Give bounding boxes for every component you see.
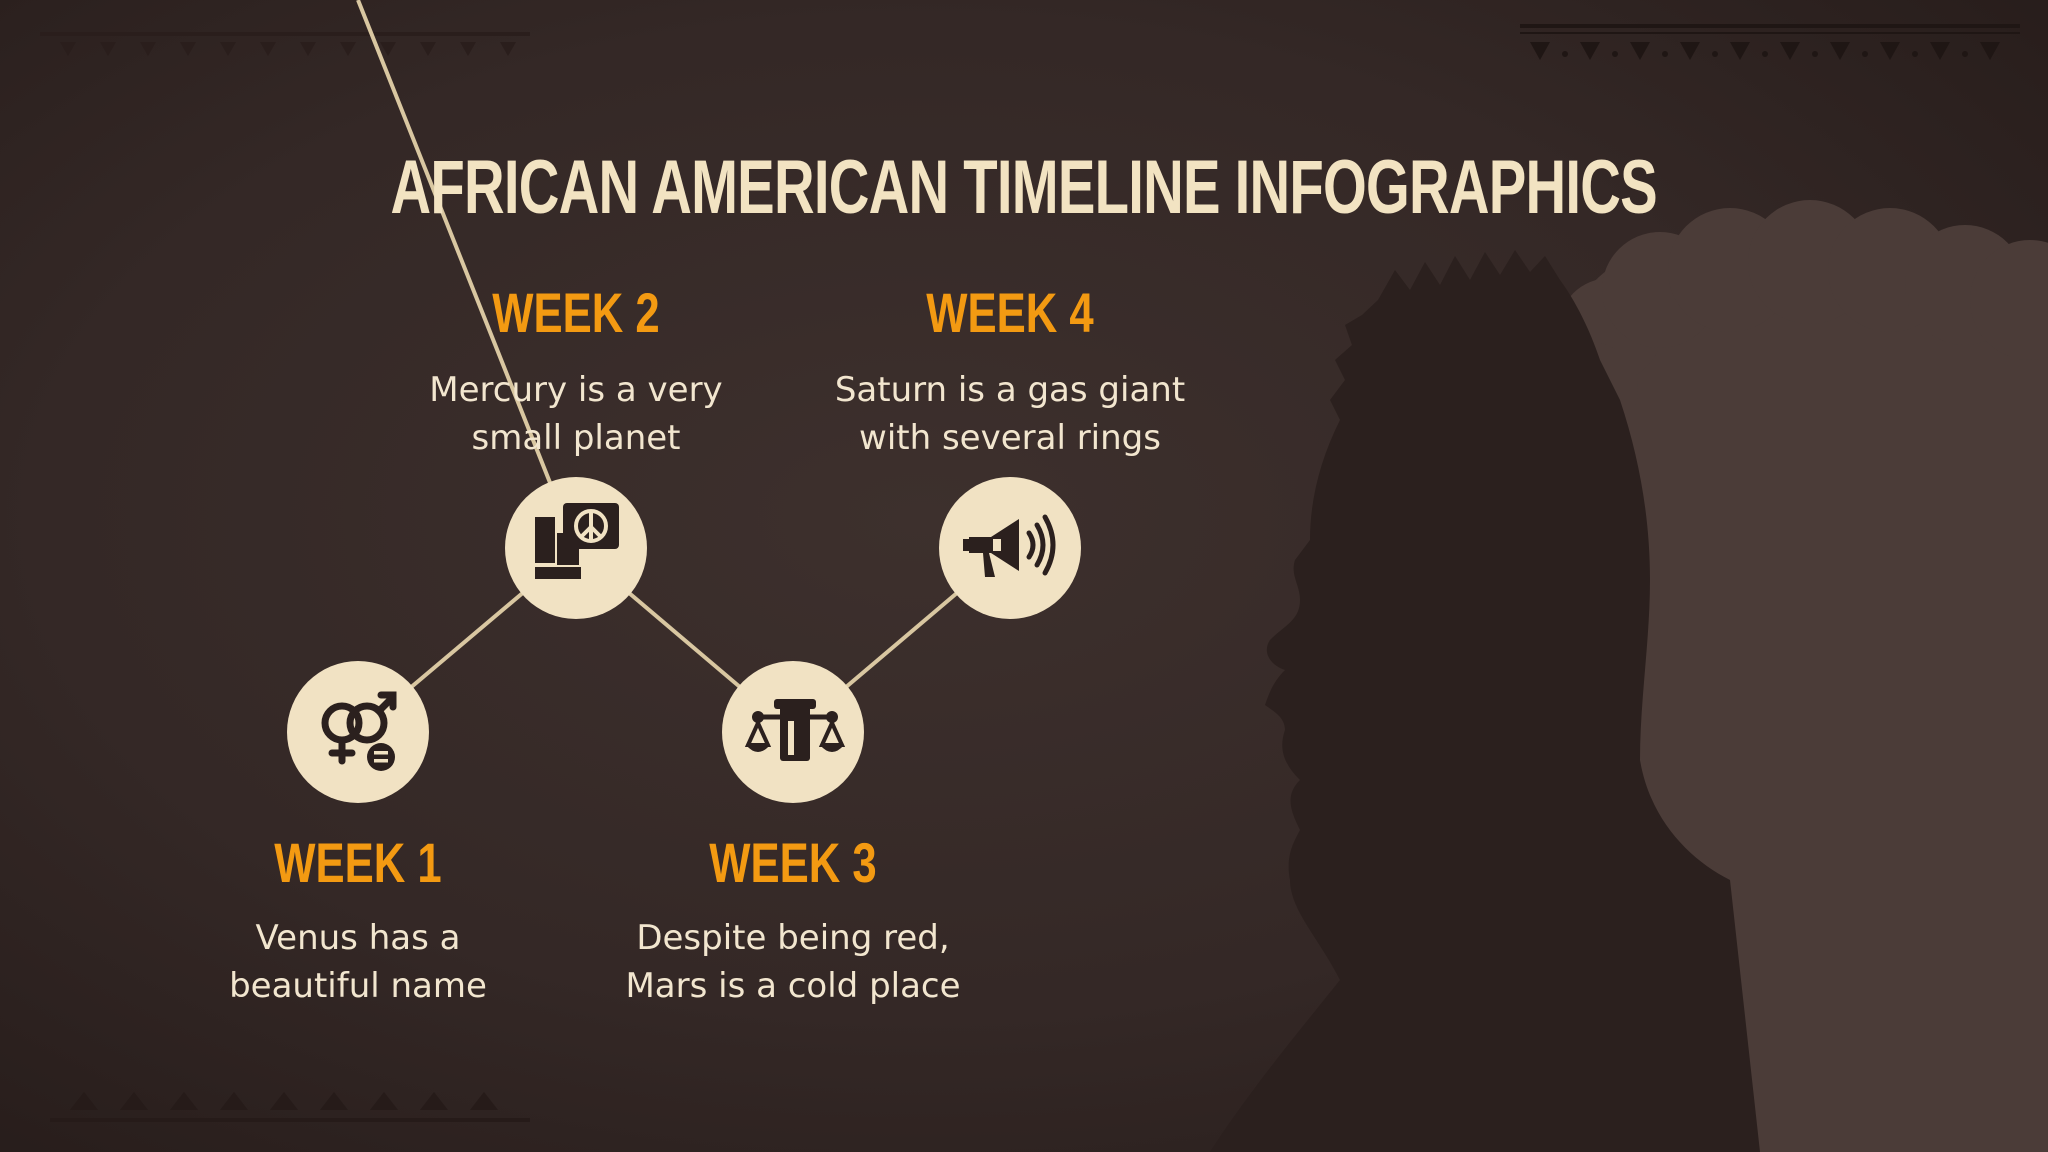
week-description-4: Saturn is a gas giant with several rings (834, 370, 1186, 458)
week-description-2: Mercury is a very small planet (429, 370, 723, 458)
timeline-node-week-4 (939, 477, 1081, 619)
week-label-3: WEEK 3 (709, 831, 877, 894)
week-label-4: WEEK 4 (926, 281, 1094, 344)
tribal-border-top-left (40, 32, 530, 56)
timeline-node-week-3 (722, 661, 864, 803)
megaphone-icon (963, 514, 1056, 577)
tribal-border-top-right (1520, 24, 2020, 60)
week-description-1: Venus has a beautiful name (229, 918, 487, 1006)
timeline-node-week-2 (505, 477, 647, 619)
week-description-3: Despite being red, Mars is a cold place (625, 918, 961, 1006)
week-label-2: WEEK 2 (492, 281, 660, 344)
week-label-1: WEEK 1 (274, 831, 442, 894)
gender-equality-icon (321, 691, 397, 771)
justice-scales-icon (744, 699, 846, 761)
timeline-node-week-1 (287, 661, 429, 803)
tribal-border-bottom-left (50, 1092, 530, 1122)
peace-sign-book-icon (535, 503, 619, 579)
silhouette-front (1210, 250, 1760, 1152)
silhouette-hair-curls (1542, 200, 2048, 438)
page-title: AFRICAN AMERICAN TIMELINE INFOGRAPHICS (390, 145, 1658, 230)
